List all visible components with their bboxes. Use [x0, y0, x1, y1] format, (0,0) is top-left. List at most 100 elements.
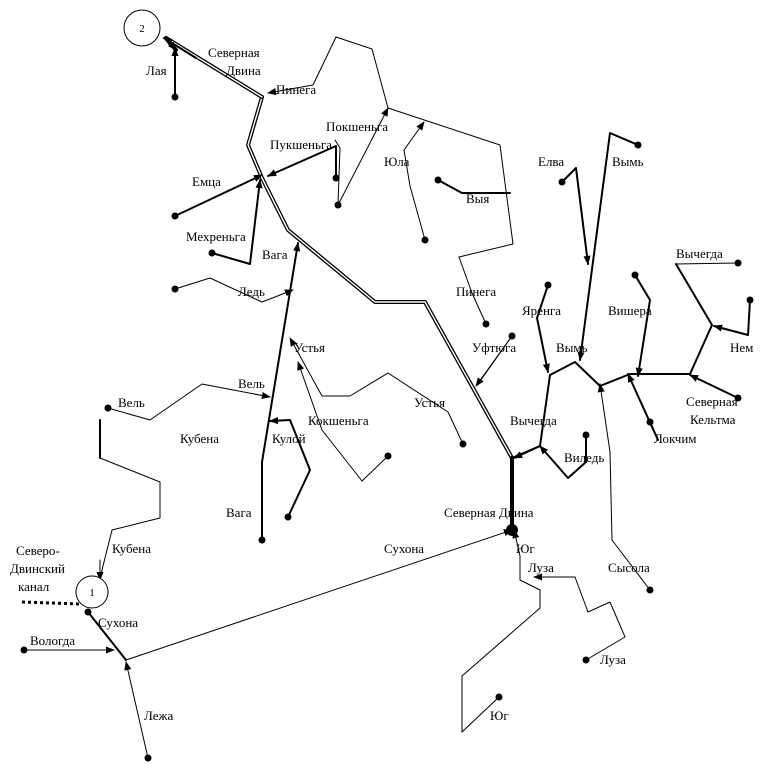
- label-yarenga: Яренга: [522, 303, 561, 318]
- pinega-river: [267, 36, 514, 325]
- label-vychegda-top: Вычегда: [676, 246, 723, 261]
- label-vychegda-2: Вычегда: [510, 413, 557, 428]
- nem-river: [713, 299, 751, 336]
- pokshenga-source: [334, 201, 342, 209]
- label-kuloy: Кулой: [272, 431, 306, 446]
- kuloy-river: [269, 416, 311, 518]
- severnaya-keltma-source: [734, 394, 742, 402]
- label-vishera: Вишера: [608, 303, 652, 318]
- label-viled: Виледь: [564, 450, 604, 465]
- yarenga-source: [544, 281, 552, 289]
- label-vel-1: Вель: [118, 395, 145, 410]
- elva-river: [561, 167, 591, 265]
- label-kokshenga: Кокшеньга: [308, 413, 369, 428]
- pukshenga-river: [267, 145, 337, 179]
- vychegda-mouth-arrow: [513, 445, 541, 459]
- emtsa-source: [171, 212, 179, 220]
- yarenga-river: [536, 284, 550, 373]
- kuloy-source: [284, 513, 292, 521]
- label-emtsa: Емца: [192, 174, 221, 189]
- label-elva: Елва: [538, 154, 564, 169]
- vishera-source: [631, 271, 639, 279]
- label-nem: Нем: [730, 340, 753, 355]
- node-1: 1: [75, 575, 109, 609]
- nem-source: [746, 296, 754, 304]
- vel-river-lower: [107, 407, 151, 421]
- label-uftyuga: Уфтюга: [472, 340, 516, 355]
- severnaya-dvina-main-stem: [164, 36, 514, 530]
- lokchim-river: [627, 373, 659, 441]
- label-severo-dvinsky-3: канал: [18, 579, 50, 594]
- label-sukhona-2: Сухона: [98, 615, 138, 630]
- svg-text:1: 1: [89, 587, 95, 599]
- label-vel-2: Вель: [238, 376, 265, 391]
- label-luza-2: Луза: [600, 652, 626, 667]
- dvina-mouth-arrow: [163, 37, 197, 59]
- severo-dvinsky-canal-line: [21, 600, 81, 606]
- label-severo-dvinsky-1: Северо-: [16, 543, 60, 558]
- label-pukshenga: Пукшеньга: [270, 137, 332, 152]
- label-vologda: Вологда: [30, 633, 75, 648]
- label-severnaya-dvina-mid: Северная Двина: [444, 505, 534, 520]
- vym-source: [634, 141, 642, 149]
- label-severnaya-dvina-top-2: Двина: [226, 63, 261, 78]
- severnaya-keltma-river: [689, 374, 739, 399]
- sysola-source: [646, 586, 654, 594]
- label-sukhona-1: Сухона: [384, 541, 424, 556]
- mekhrenga-river: [211, 179, 263, 265]
- label-kubena-1: Кубена: [180, 431, 219, 446]
- emtsa-river: [174, 174, 263, 217]
- label-severo-dvinsky-2: Двинский: [10, 561, 65, 576]
- yula-source: [421, 236, 429, 244]
- yug-river: [461, 529, 541, 733]
- label-yula: Юла: [384, 154, 410, 169]
- vyya-river: [437, 179, 511, 194]
- label-led: Ледь: [238, 284, 265, 299]
- sysola-river: [597, 383, 651, 591]
- label-severnaya-keltma-2: Кельтма: [690, 412, 736, 427]
- lezha-river: [124, 661, 149, 759]
- uftyuga-source: [508, 332, 516, 340]
- kokshenga-source: [384, 452, 392, 460]
- label-severnaya-dvina-top-1: Северная: [208, 45, 260, 60]
- led-river: [174, 277, 294, 303]
- vychegda-upper: [574, 263, 713, 387]
- laya-source: [171, 93, 179, 101]
- pinega-source: [482, 320, 490, 328]
- vel-source: [104, 404, 112, 412]
- uftyuga-river: [475, 335, 513, 387]
- label-pinega-1: Пинега: [276, 82, 316, 97]
- yug-source: [495, 693, 503, 701]
- luza-river: [533, 573, 626, 661]
- viled-river: [539, 434, 587, 479]
- vel-river-upper: [149, 383, 271, 421]
- label-kubena-2: Кубена: [112, 541, 151, 556]
- label-vaga-2: Вага: [226, 505, 252, 520]
- vologda-source: [20, 646, 28, 654]
- svg-text:2: 2: [139, 23, 145, 35]
- vym-river: [577, 132, 639, 361]
- kubena-lake-outlet: [84, 608, 92, 616]
- pokshenga-river: [337, 107, 389, 206]
- led-source: [171, 285, 179, 293]
- sukhona-river: [125, 529, 513, 661]
- node-2: 2: [123, 9, 161, 47]
- viled-source: [582, 431, 590, 439]
- ustya-source: [459, 440, 467, 448]
- label-lokchim: Локчим: [654, 431, 697, 446]
- label-ustya-2: Устья: [414, 395, 445, 410]
- kokshenga-river: [297, 361, 363, 482]
- label-pokshenga: Покшеньга: [326, 119, 388, 134]
- label-yug-2: Юг: [490, 708, 509, 723]
- vyya-source: [434, 176, 442, 184]
- sukhona-yug-confluence: [506, 524, 518, 536]
- label-severnaya-keltma-1: Северная: [686, 394, 738, 409]
- vychegda-lower: [539, 374, 551, 447]
- label-vaga-1: Вага: [262, 247, 288, 262]
- pukshenga-tail: [334, 139, 341, 206]
- kokshenga-tail: [361, 455, 389, 482]
- sukhona-upper: [87, 611, 127, 661]
- label-yug-1: Юг: [516, 541, 535, 556]
- mekhrenga-source: [208, 249, 216, 257]
